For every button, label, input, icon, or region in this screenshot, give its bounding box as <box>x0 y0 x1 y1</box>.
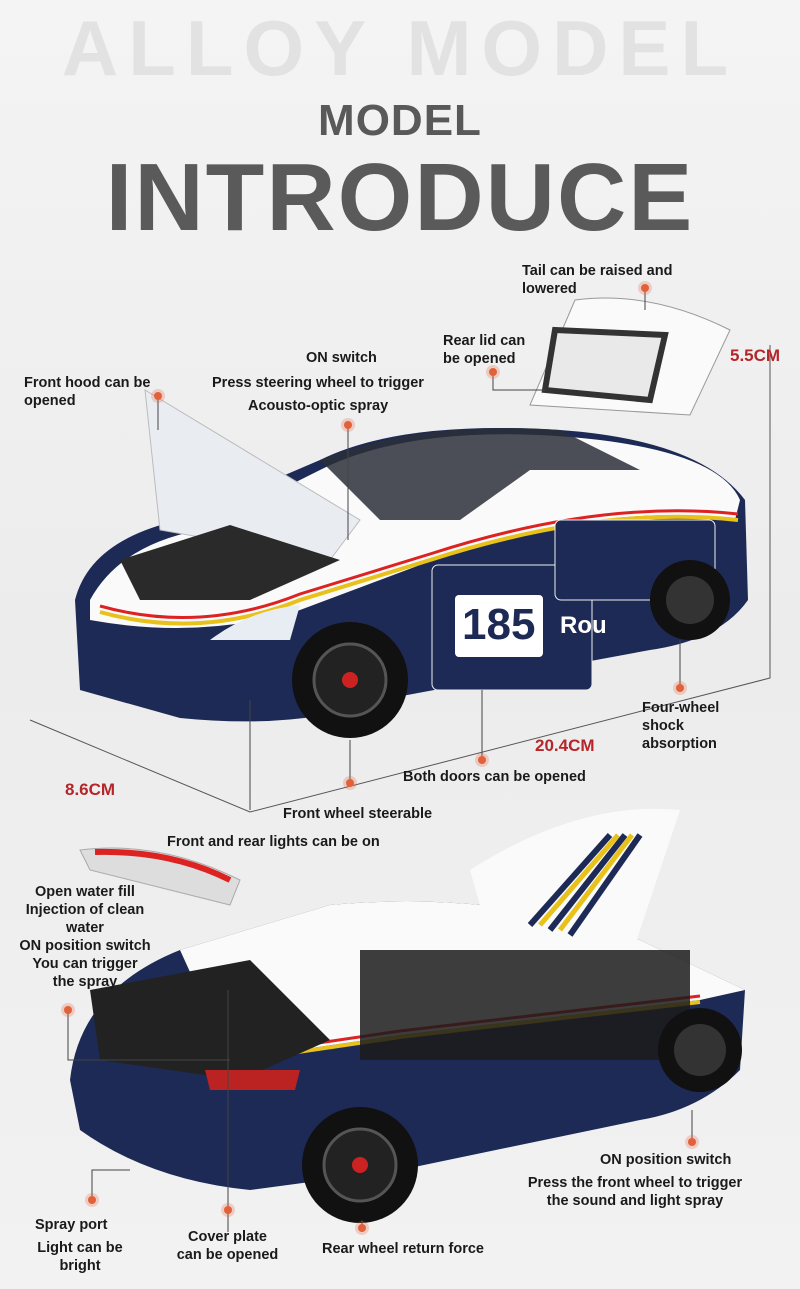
callout-dot <box>478 756 486 764</box>
label-front-wheel: Front wheel steerable <box>283 806 433 822</box>
watermark: ALLOY MODEL <box>61 4 739 92</box>
callout-dot <box>64 1006 72 1014</box>
label-press-wheel: Press steering wheel to trigger <box>212 375 424 391</box>
label-on-position: ON position switch <box>600 1152 732 1168</box>
label-spray-port: Spray port <box>35 1217 108 1233</box>
callout-dot <box>224 1206 232 1214</box>
label-lights: Front and rear lights can be on <box>167 834 380 850</box>
title-large: INTRODUCE <box>105 144 695 251</box>
height-dimension: 5.5CM <box>730 346 781 365</box>
callout-dot <box>489 368 497 376</box>
car-number: 185 <box>462 600 536 649</box>
length-dimension: 20.4CM <box>535 736 595 755</box>
title-small: MODEL <box>318 96 482 145</box>
callout-dot <box>346 779 354 787</box>
callout-dot <box>344 421 352 429</box>
callout-dot <box>688 1138 696 1146</box>
label-doors: Both doors can be opened <box>403 769 586 785</box>
callout-dot <box>154 392 162 400</box>
label-rear-wheel: Rear wheel return force <box>322 1241 484 1257</box>
callout-dot <box>88 1196 96 1204</box>
width-dimension: 8.6CM <box>65 780 116 799</box>
car-text: Rou <box>560 612 607 639</box>
callout-dot <box>358 1224 366 1232</box>
callout-dot <box>641 284 649 292</box>
callout-dot <box>676 684 684 692</box>
bottom-car <box>70 808 745 1223</box>
top-car <box>75 297 748 738</box>
label-on-switch: ON switch <box>306 350 377 366</box>
label-acousto: Acousto-optic spray <box>248 398 389 414</box>
